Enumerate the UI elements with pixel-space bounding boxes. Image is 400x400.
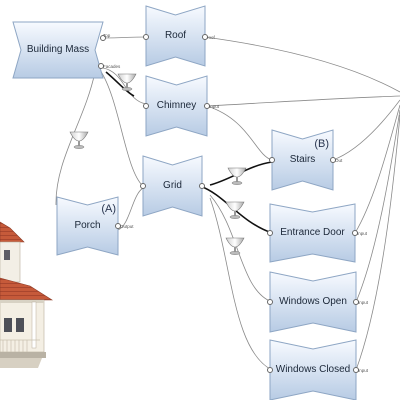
- port-label: Top: [103, 33, 111, 38]
- wire-bm-chimney: [102, 67, 147, 105]
- port-in[interactable]: [269, 157, 275, 163]
- port-label: Facades: [103, 64, 121, 69]
- port-out[interactable]: [100, 35, 106, 41]
- node-title: Stairs: [289, 154, 316, 165]
- connection-wires: [55, 36, 400, 371]
- wire-bm-porch: [55, 71, 96, 206]
- node-tag: (A): [101, 203, 116, 215]
- port-label: roof: [207, 35, 215, 40]
- node-title: Building Mass: [26, 44, 90, 55]
- node-tag: (B): [314, 138, 329, 150]
- wire-chimney-stairs: [206, 105, 273, 161]
- node-grid[interactable]: Grid: [140, 155, 205, 217]
- node-roof[interactable]: Roof roof: [143, 5, 215, 67]
- wire-open-out: [355, 109, 400, 303]
- port-out[interactable]: [330, 157, 336, 163]
- port-label: Output: [120, 224, 134, 229]
- port-in[interactable]: [140, 183, 146, 189]
- port-label: Input: [209, 104, 220, 109]
- goblet-icon: [227, 167, 247, 185]
- wire-porch-grid: [117, 187, 144, 231]
- port-label: Input: [358, 300, 369, 305]
- wire-roof-out: [204, 36, 400, 93]
- port-out[interactable]: [204, 103, 210, 109]
- node-chimney[interactable]: Chimney Input: [143, 75, 219, 137]
- wire-active-chimney: [105, 71, 135, 97]
- wire-chimney-out: [206, 95, 400, 107]
- node-stairs[interactable]: Stairs (B) Out: [269, 129, 342, 191]
- node-building-mass[interactable]: Building Mass Top Facades: [12, 21, 120, 79]
- wire-bm-grid: [99, 69, 144, 187]
- port-out[interactable]: [202, 34, 208, 40]
- node-title: Roof: [164, 30, 187, 41]
- node-porch[interactable]: Porch (A) Output: [56, 196, 134, 256]
- node-title: Windows Closed: [275, 364, 351, 375]
- wire-stairs-out: [332, 99, 400, 161]
- node-windows-open[interactable]: Windows Open Input: [267, 271, 368, 333]
- port-out[interactable]: [353, 299, 359, 305]
- wire-grid-closed: [209, 197, 273, 371]
- port-out[interactable]: [115, 223, 121, 229]
- house-illustration: [0, 221, 54, 368]
- wire-grid-open: [209, 194, 273, 303]
- port-in[interactable]: [267, 299, 273, 305]
- port-out[interactable]: [199, 183, 205, 189]
- port-label: Input: [357, 231, 368, 236]
- node-title: Grid: [163, 180, 182, 191]
- node-entrance-door[interactable]: Entrance Door Input: [267, 203, 367, 263]
- port-label: Out: [335, 158, 343, 163]
- port-in[interactable]: [143, 34, 149, 40]
- node-title: Entrance Door: [280, 227, 345, 238]
- port-out[interactable]: [98, 63, 104, 69]
- node-windows-closed[interactable]: Windows Closed Input: [267, 339, 368, 400]
- node-title: Windows Open: [279, 296, 347, 307]
- port-in[interactable]: [267, 367, 273, 373]
- port-label: Input: [358, 368, 369, 373]
- port-in[interactable]: [143, 103, 149, 109]
- goblet-icon: [69, 131, 89, 149]
- goblet-icon: [225, 237, 245, 255]
- node-title: Chimney: [156, 100, 197, 111]
- goblet-icon: [117, 73, 137, 91]
- wire-closed-out: [355, 114, 400, 371]
- wire-bm-roof: [102, 36, 147, 39]
- node-title: Porch: [74, 220, 101, 231]
- port-in[interactable]: [267, 230, 273, 236]
- wire-door-out: [354, 104, 400, 234]
- port-out[interactable]: [353, 367, 359, 373]
- goblet-icon: [225, 201, 245, 219]
- port-out[interactable]: [352, 230, 358, 236]
